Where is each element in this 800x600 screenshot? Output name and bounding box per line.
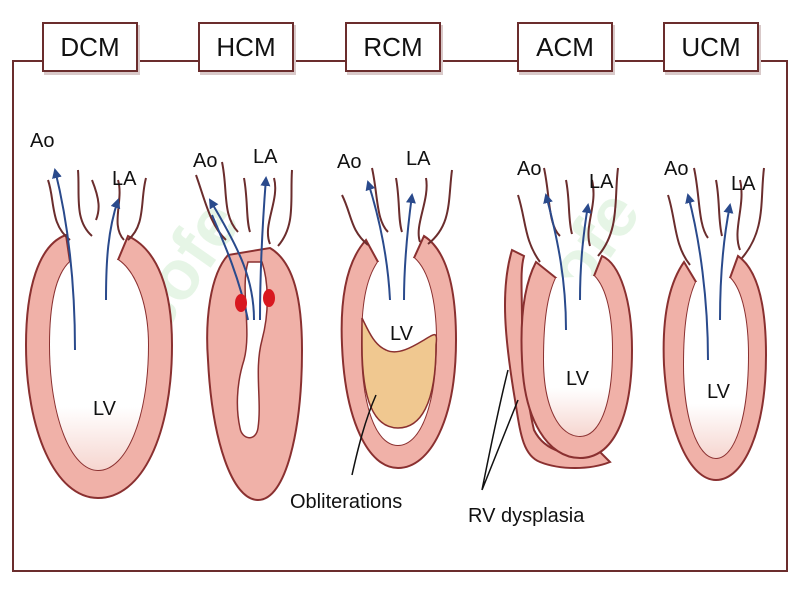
header-hcm: HCM	[198, 22, 294, 72]
arrow-ao	[543, 193, 567, 331]
header-dcm: DCM	[42, 22, 138, 72]
valve-line	[47, 169, 147, 241]
label-la: LA	[589, 171, 614, 193]
sam-dot	[235, 294, 247, 312]
label-ao: Ao	[193, 150, 217, 172]
label-lv: LV	[390, 323, 414, 345]
heart-hcm	[195, 161, 304, 502]
lv-cavity	[684, 278, 748, 458]
label-lv: LV	[93, 398, 117, 420]
arrow-la	[719, 203, 734, 321]
label-ao: Ao	[664, 158, 688, 180]
arrow-la	[579, 203, 592, 301]
label-lv: LV	[566, 368, 590, 390]
rv-dysplasia-pointer	[481, 369, 519, 491]
label-obliterations: Obliterations	[290, 491, 402, 513]
heart-rcm	[340, 167, 458, 476]
label-rv-dysplasia: RV dysplasia	[468, 505, 585, 527]
arrow-la	[403, 193, 416, 301]
valve-line	[195, 161, 293, 247]
header-ucm: UCM	[663, 22, 759, 72]
valve-line	[341, 167, 453, 246]
obliteration-pointer	[351, 394, 377, 476]
label-lv: LV	[707, 381, 731, 403]
obliteration	[361, 317, 438, 429]
arrow-la	[259, 176, 271, 321]
header-rcm: RCM	[345, 22, 441, 72]
sam-dot	[263, 289, 275, 307]
label-ao: Ao	[517, 158, 541, 180]
arrow-ao	[685, 193, 709, 361]
label-la: LA	[112, 168, 137, 190]
heart-dcm	[24, 168, 174, 500]
arrow-ao	[365, 180, 391, 301]
valve-line	[667, 167, 765, 266]
lv-cavity	[544, 276, 612, 436]
label-la: LA	[253, 146, 278, 168]
arrow-ao	[208, 198, 255, 321]
label-la: LA	[406, 148, 431, 170]
arrow-la	[105, 198, 121, 301]
arrow-ao	[52, 168, 76, 351]
label-la: LA	[731, 173, 756, 195]
heart-ucm	[662, 167, 768, 482]
label-ao: Ao	[30, 130, 54, 152]
header-acm: ACM	[517, 22, 613, 72]
label-ao: Ao	[337, 151, 361, 173]
heart-acm	[481, 167, 634, 491]
